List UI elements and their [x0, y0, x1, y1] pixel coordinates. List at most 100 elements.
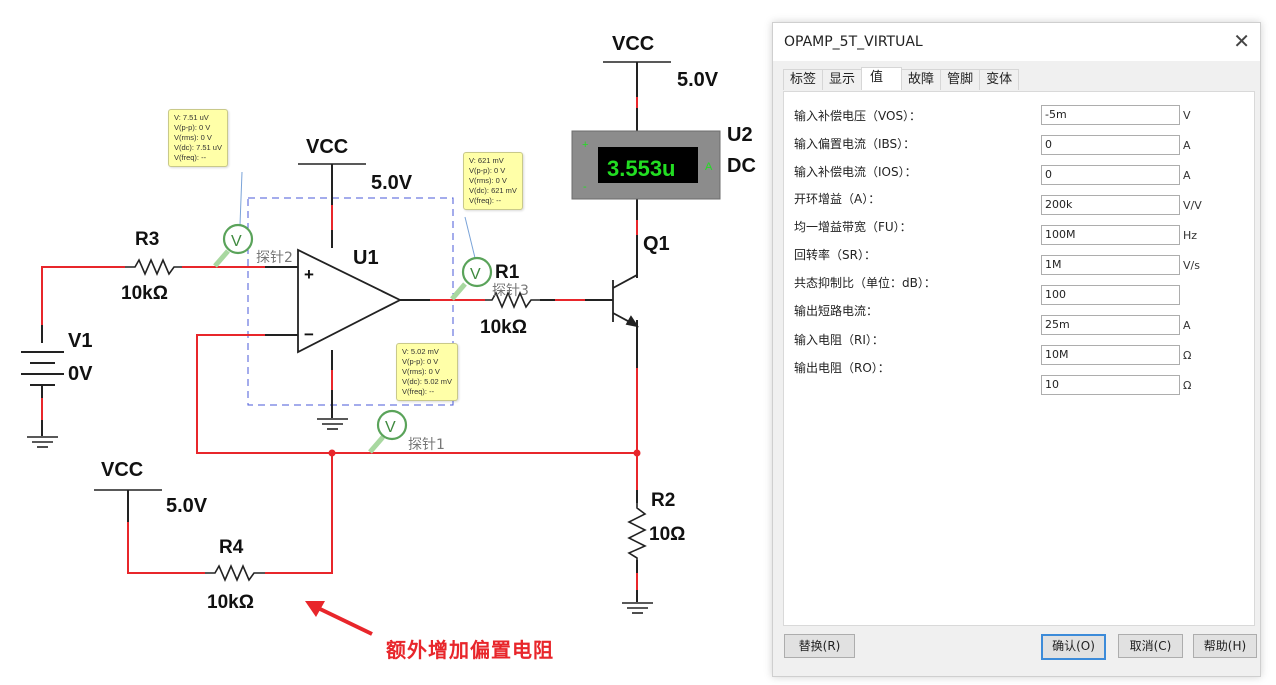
annotation-arrow: [305, 601, 373, 636]
resistor-r4[interactable]: [205, 563, 265, 583]
param-unit-fu: Hz: [1183, 229, 1198, 242]
close-icon[interactable]: ✕: [1233, 29, 1250, 53]
vcc-u1-value: 5.0V: [371, 172, 413, 194]
vcc-top-value: 5.0V: [677, 69, 719, 91]
ammeter-unit: A: [705, 161, 713, 173]
probe-3-label: 探针3: [492, 283, 529, 299]
replace-button[interactable]: 替换(R): [784, 634, 855, 658]
battery-v1[interactable]: [21, 351, 64, 386]
param-input-a[interactable]: 200k: [1041, 195, 1180, 215]
ground-icon: [622, 602, 653, 614]
param-label-ios: 输入补偿电流（IOS）：: [794, 165, 917, 179]
opamp-u1[interactable]: + −: [297, 248, 403, 354]
param-input-sr[interactable]: 1M: [1041, 255, 1180, 275]
probe-2-label: 探针2: [256, 250, 293, 266]
param-input-ios[interactable]: 0: [1041, 165, 1180, 185]
vcc-symbol-top: VCC 5.0V: [603, 33, 719, 91]
param-label-fu: 均一增益带宽（FU）：: [794, 220, 912, 234]
wire-feedback: [196, 334, 637, 454]
vcc-r4-label: VCC: [101, 459, 143, 481]
junction-dot: [328, 449, 336, 457]
param-input-isc[interactable]: 25m: [1041, 315, 1180, 335]
param-input-ro[interactable]: 10: [1041, 375, 1180, 395]
vcc-symbol-r4: VCC 5.0V: [94, 459, 208, 517]
resistor-r1[interactable]: [485, 290, 540, 310]
probe-3[interactable]: V 探针3: [450, 216, 529, 301]
probe-1-readout: V: 5.02 mV V(p-p): 0 V V(rms): 0 V V(dc)…: [396, 343, 459, 401]
param-unit-sr: V/s: [1183, 259, 1200, 272]
param-unit-vos: V: [1183, 109, 1191, 122]
resistor-r3[interactable]: [125, 257, 182, 277]
r4-name: R4: [219, 537, 244, 558]
ammeter-reading: 3.553u: [607, 156, 676, 181]
ground-icon: [27, 436, 58, 448]
param-unit-ri: Ω: [1183, 349, 1192, 362]
voltmeter-probe-icon: [222, 223, 254, 255]
value-panel: 输入补偿电压（VOS）： 输入偏置电流（IBS）： 输入补偿电流（IOS）： 开…: [783, 91, 1255, 626]
circuit-schematic: R3 10kΩ R1 10kΩ R4 10kΩ R2 10Ω V1 0V VCC…: [21, 33, 756, 636]
ammeter-u2[interactable]: 3.553u A + -: [571, 130, 721, 200]
vcc-u1-label: VCC: [306, 136, 348, 158]
param-input-ri[interactable]: 10M: [1041, 345, 1180, 365]
param-unit-ios: A: [1183, 169, 1191, 182]
tab-pins[interactable]: 管脚: [940, 69, 981, 90]
param-unit-ro: Ω: [1183, 379, 1192, 392]
tab-bar: 标签 显示 值 故障 管脚 变体: [783, 67, 1020, 91]
u1-minus-sign: −: [304, 325, 314, 344]
help-button[interactable]: 帮助(H): [1193, 634, 1257, 658]
v1-name: V1: [68, 330, 92, 352]
r1-value: 10kΩ: [480, 317, 527, 338]
param-label-vos: 输入补偿电压（VOS）：: [794, 109, 922, 123]
dialog-title-bar: OPAMP_5T_VIRTUAL ✕: [773, 23, 1260, 61]
param-unit-a: V/V: [1183, 199, 1202, 212]
r3-value: 10kΩ: [121, 283, 168, 304]
junction-dot: [633, 449, 641, 457]
svg-text:V: V: [385, 419, 396, 436]
param-label-ibs: 输入偏置电流（IBS）：: [794, 137, 916, 151]
svg-text:V: V: [231, 233, 242, 250]
u1-name: U1: [353, 247, 379, 269]
u2-name: U2: [727, 124, 753, 146]
probe-3-readout: V: 621 mV V(p-p): 0 V V(rms): 0 V V(dc):…: [463, 152, 523, 210]
r2-value: 10Ω: [649, 524, 685, 545]
q1-name: Q1: [643, 233, 670, 255]
u1-selection-box: [247, 197, 454, 406]
param-label-ro: 输出电阻（RO）：: [794, 361, 890, 375]
u2-mode: DC: [727, 155, 756, 177]
r3-name: R3: [135, 229, 159, 250]
annotation-text: 额外增加偏置电阻: [386, 638, 554, 662]
svg-text:V: V: [470, 266, 481, 283]
v1-value: 0V: [68, 363, 93, 385]
vcc-r4-value: 5.0V: [166, 495, 208, 517]
param-input-cmrr[interactable]: 100: [1041, 285, 1180, 305]
tab-variant[interactable]: 变体: [979, 69, 1020, 90]
param-input-vos[interactable]: -5m: [1041, 105, 1180, 125]
voltmeter-probe-icon: [376, 409, 408, 441]
resistor-r2[interactable]: [627, 503, 647, 562]
wire-r4-loop: [127, 522, 205, 574]
tab-display[interactable]: 显示: [822, 69, 863, 90]
param-input-ibs[interactable]: 0: [1041, 135, 1180, 155]
probe-1[interactable]: V 探针1: [368, 409, 445, 454]
component-properties-dialog: OPAMP_5T_VIRTUAL ✕ 标签 显示 值 故障 管脚 变体 输入补偿…: [772, 22, 1261, 677]
voltmeter-probe-icon: [461, 256, 493, 288]
transistor-q1[interactable]: [612, 260, 639, 340]
probe-2[interactable]: V 探针2: [213, 171, 293, 268]
ammeter-plus: +: [582, 139, 588, 151]
tab-fault[interactable]: 故障: [901, 69, 942, 90]
vcc-symbol-u1: VCC 5.0V: [298, 136, 413, 194]
tab-value[interactable]: 值: [861, 67, 903, 90]
dialog-title: OPAMP_5T_VIRTUAL: [784, 34, 923, 50]
param-label-ri: 输入电阻（RI）：: [794, 333, 884, 347]
r1-name: R1: [495, 262, 520, 283]
probe-1-label: 探针1: [408, 437, 445, 453]
tab-label[interactable]: 标签: [783, 69, 824, 90]
ground-icon: [317, 418, 348, 430]
param-unit-isc: A: [1183, 319, 1191, 332]
param-label-sr: 回转率（SR）：: [794, 248, 876, 262]
param-label-cmrr: 共态抑制比（单位：dB）：: [794, 276, 936, 290]
cancel-button[interactable]: 取消(C): [1118, 634, 1183, 658]
ok-button[interactable]: 确认(O): [1041, 634, 1106, 660]
wire-r4-node: [265, 453, 333, 574]
param-input-fu[interactable]: 100M: [1041, 225, 1180, 245]
